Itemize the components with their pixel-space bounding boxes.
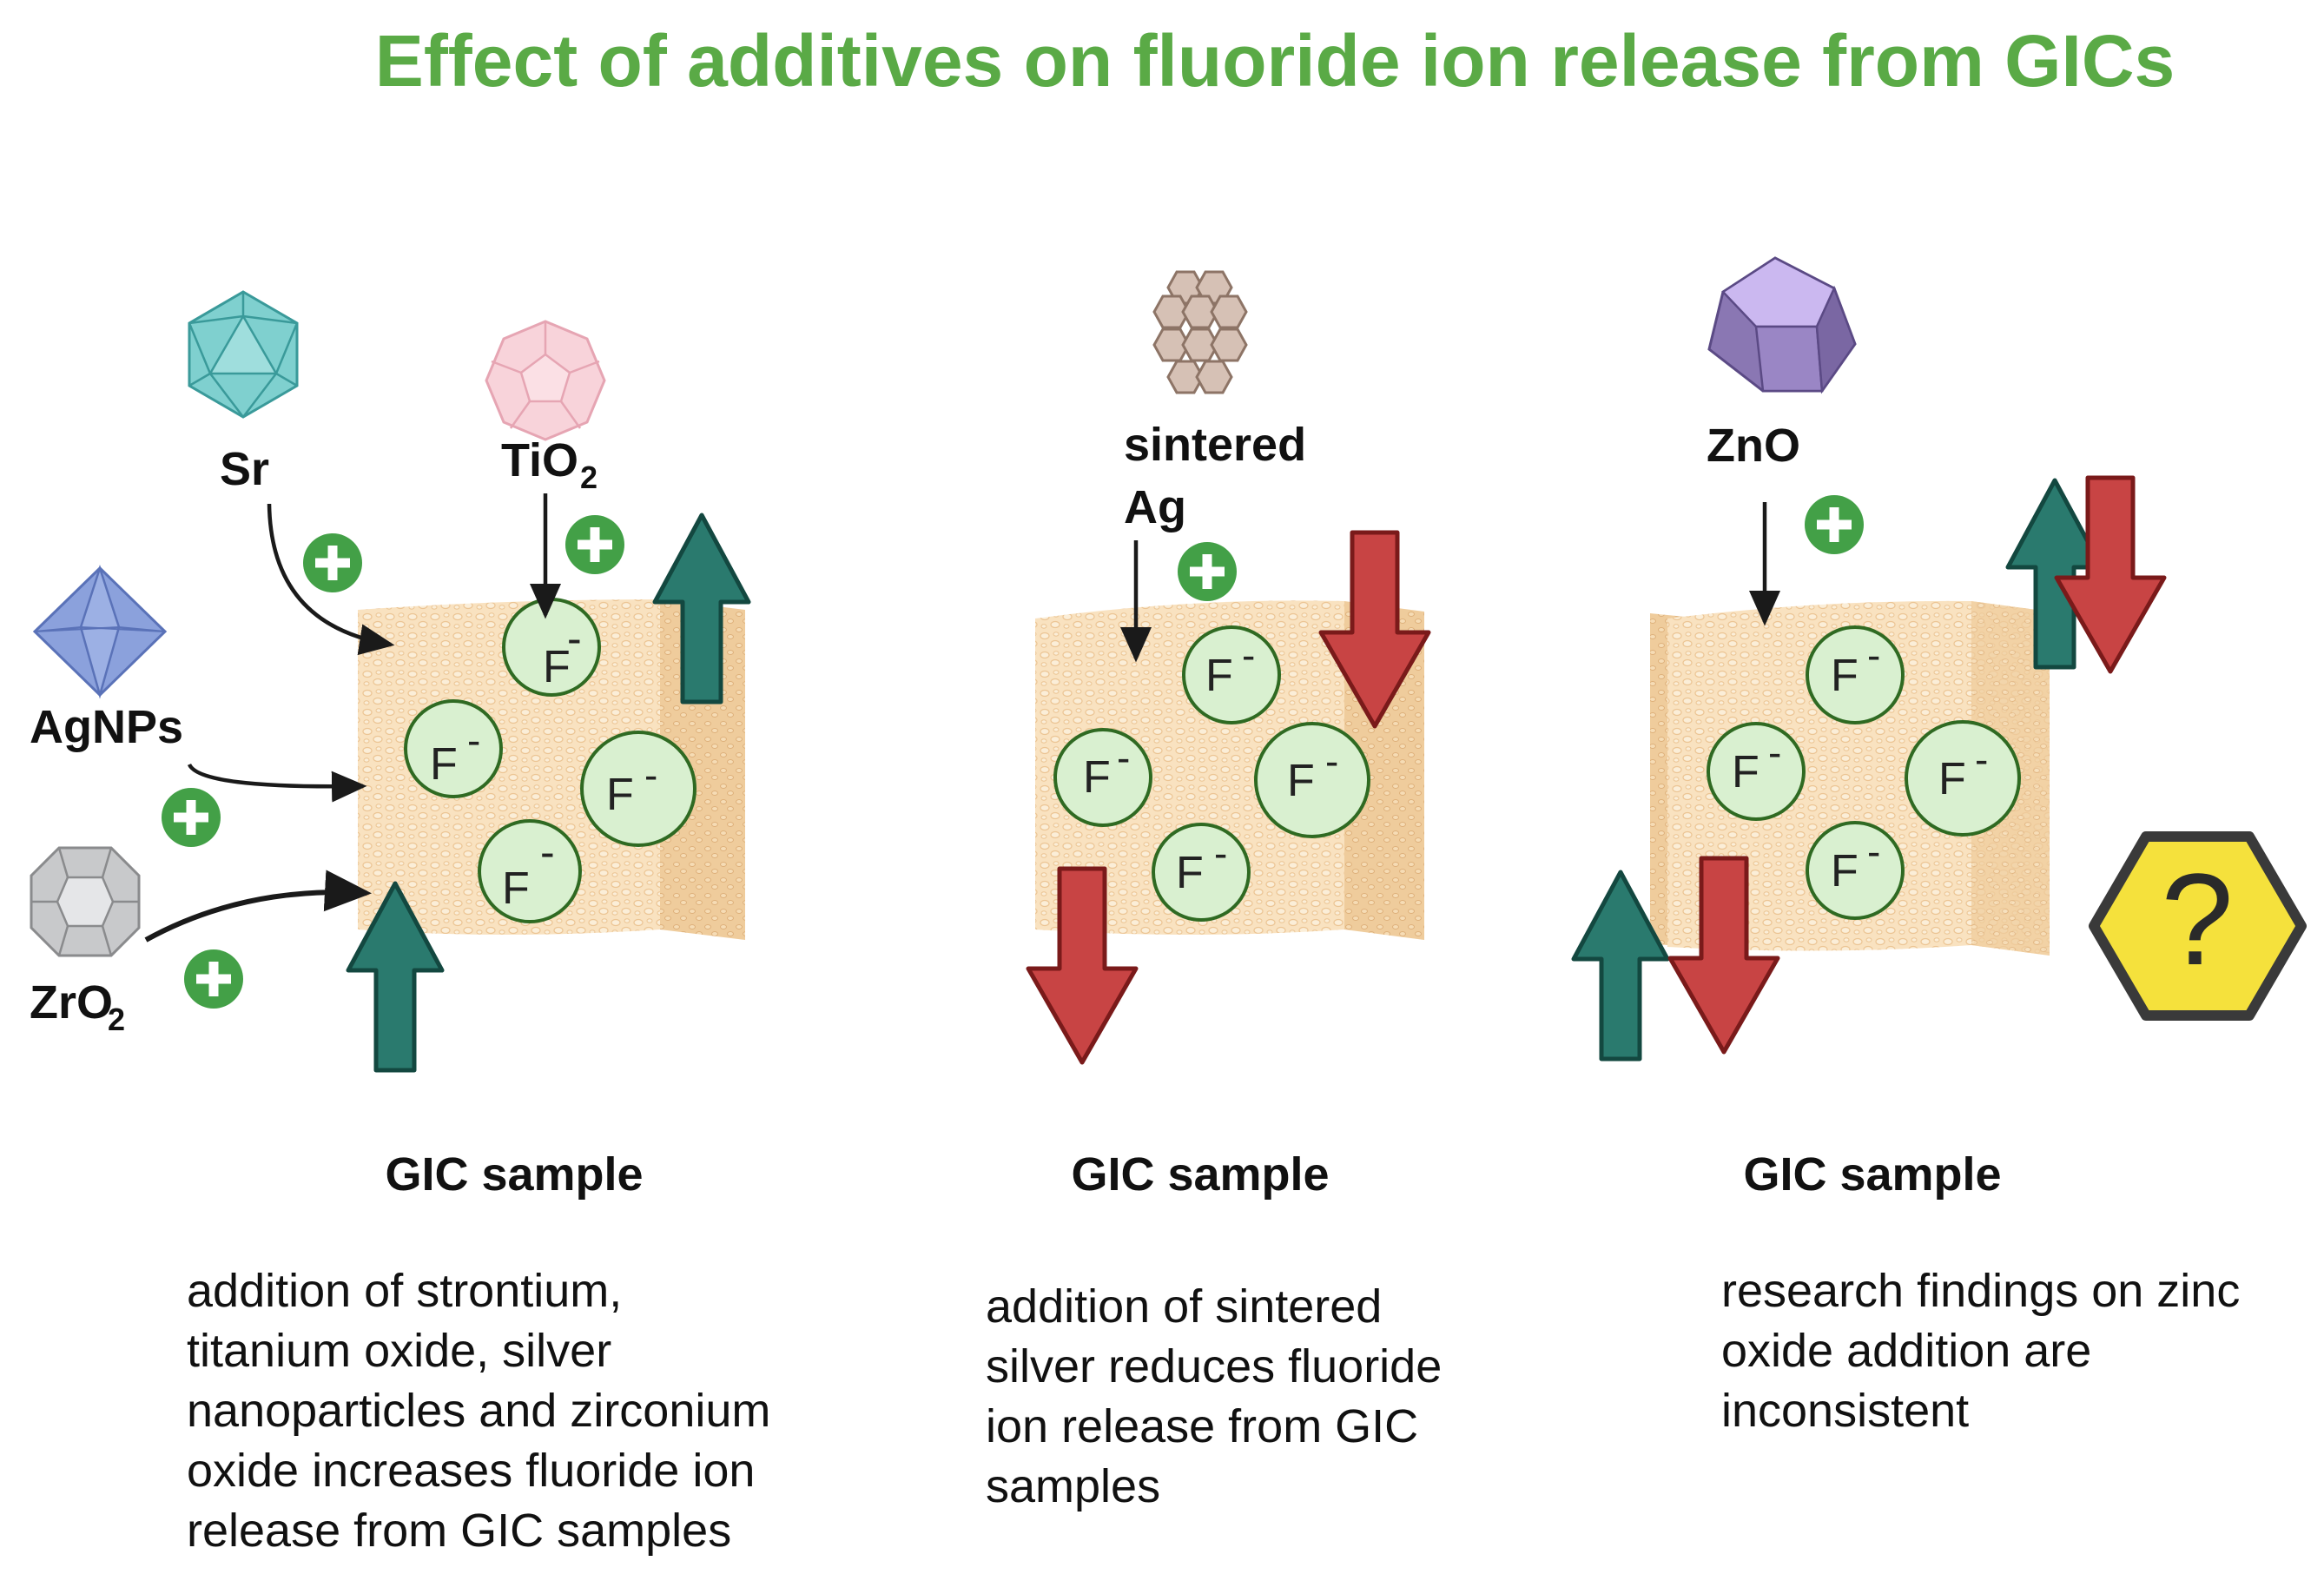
svg-text:F: F — [1083, 752, 1111, 803]
svg-text:ZrO: ZrO — [30, 976, 113, 1029]
svg-text:-: - — [1214, 830, 1227, 876]
additive-label-sintered: sintered — [1124, 419, 1306, 471]
diagram-title: Effect of additives on fluoride ion rele… — [374, 20, 2175, 102]
fluoride-ion: F - — [1806, 821, 1905, 920]
svg-text:2: 2 — [108, 1002, 125, 1037]
plus-icon — [565, 515, 624, 574]
description-line: nanoparticles and zirconium — [187, 1385, 771, 1437]
description-line: silver reduces fluoride — [986, 1340, 1443, 1392]
description-line: addition of strontium, — [187, 1265, 623, 1317]
fluoride-ion: F - — [404, 699, 503, 798]
panel-1: F - F - F - F - — [30, 290, 749, 1201]
svg-text:F: F — [1831, 651, 1859, 701]
svg-text:-: - — [1867, 829, 1880, 874]
svg-text:-: - — [540, 828, 555, 876]
plus-icon — [184, 949, 243, 1009]
fluoride-ion: F - — [1053, 728, 1152, 827]
additive-label-zro2: ZrO 2 — [30, 976, 125, 1037]
connector-arrow — [187, 763, 367, 803]
hexagon-cluster-icon — [1152, 270, 1248, 394]
svg-text:F: F — [606, 770, 634, 820]
svg-text:-: - — [1768, 730, 1781, 775]
svg-text:2: 2 — [580, 460, 598, 495]
svg-text:F: F — [1176, 848, 1204, 898]
rhombic-crystal-icon — [1707, 256, 1857, 394]
svg-text:-: - — [1242, 632, 1255, 678]
additive-label-tio2: TiO 2 — [501, 434, 598, 495]
svg-text:F: F — [1287, 756, 1315, 806]
fluoride-ion: F - — [502, 598, 601, 697]
plus-icon — [1805, 495, 1864, 554]
svg-text:F: F — [502, 863, 530, 914]
additive-label-sr: Sr — [220, 443, 269, 495]
svg-text:F: F — [1938, 754, 1966, 804]
description-line: oxide addition are — [1721, 1325, 2092, 1377]
icosahedron-icon — [188, 290, 299, 419]
svg-text:-: - — [467, 718, 480, 763]
description-1: addition of strontium, titanium oxide, s… — [187, 1261, 770, 1561]
description-line: samples — [986, 1460, 1161, 1512]
svg-text:?: ? — [2161, 846, 2233, 992]
svg-text:F: F — [1831, 846, 1859, 896]
additive-label-ag: Ag — [1124, 481, 1186, 533]
svg-text:F: F — [430, 739, 458, 790]
svg-text:-: - — [1867, 632, 1880, 678]
fluoride-ion: F - — [1905, 720, 2021, 837]
description-line: research findings on zinc — [1721, 1265, 2241, 1317]
panel-3: F - F - F - F - ZnO — [1574, 256, 2307, 1201]
svg-text:F: F — [1732, 747, 1760, 797]
description-2: addition of sintered silver reduces fluo… — [986, 1277, 1442, 1517]
svg-text:F: F — [1205, 651, 1233, 701]
description-line: inconsistent — [1721, 1385, 1970, 1437]
svg-text:-: - — [644, 752, 657, 797]
description-line: release from GIC samples — [187, 1505, 732, 1557]
fluoride-ion: F - — [1254, 722, 1370, 838]
connector-arrow — [267, 503, 395, 656]
panel-2: F - F - F - F - — [1028, 270, 1429, 1201]
fluoride-ion: F - — [1806, 625, 1905, 724]
description-line: ion release from GIC — [986, 1400, 1419, 1452]
octahedron-icon — [32, 564, 168, 699]
svg-text:TiO: TiO — [501, 434, 578, 486]
plus-icon — [162, 788, 221, 847]
description-line: oxide increases fluoride ion — [187, 1445, 756, 1497]
sample-label-2: GIC sample — [1071, 1148, 1329, 1201]
plus-icon — [1178, 542, 1237, 601]
question-hexagon-icon: ? — [2089, 831, 2307, 1021]
sample-label-3: GIC sample — [1743, 1148, 2001, 1201]
svg-text:-: - — [1975, 737, 1988, 782]
fluoride-ion: F - — [1707, 722, 1806, 821]
svg-text:F: F — [543, 642, 571, 692]
svg-text:-: - — [567, 614, 582, 663]
dodecahedron-icon — [485, 320, 606, 441]
sample-label-1: GIC sample — [385, 1148, 643, 1201]
description-3: research findings on zinc oxide addition… — [1721, 1261, 2240, 1441]
fluoride-ion: F - — [1182, 625, 1281, 724]
description-line: addition of sintered — [986, 1280, 1383, 1333]
fluoride-ion: F - — [478, 819, 582, 923]
fluoride-ion: F - — [1152, 823, 1251, 922]
description-line: titanium oxide, silver — [187, 1325, 612, 1377]
svg-text:-: - — [1325, 738, 1338, 784]
truncated-octahedron-icon — [30, 846, 141, 957]
connector-arrow — [144, 870, 372, 943]
fluoride-ion: F - — [580, 731, 697, 847]
additive-label-zno: ZnO — [1707, 420, 1800, 472]
plus-icon — [303, 533, 362, 592]
additive-label-agnps: AgNPs — [30, 701, 183, 753]
svg-text:-: - — [1117, 735, 1130, 780]
